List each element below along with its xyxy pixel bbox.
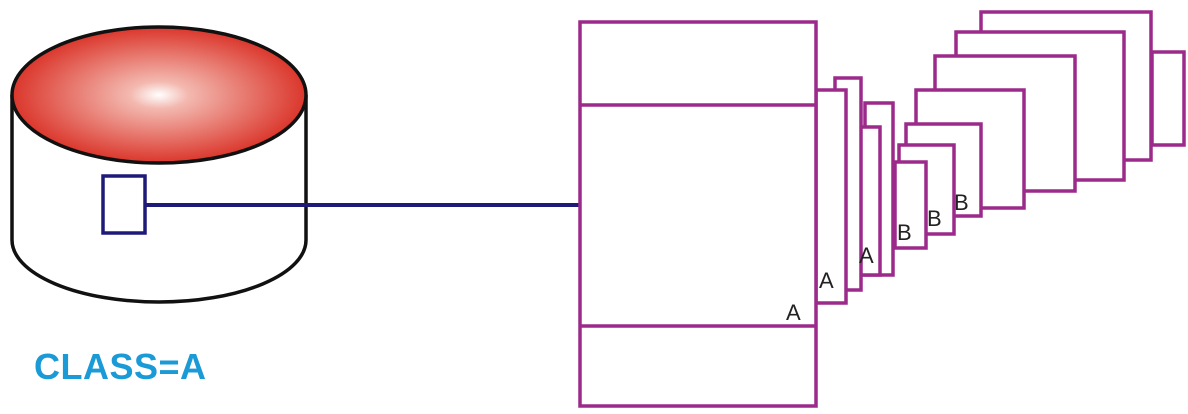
class-a-marker: A <box>859 243 874 268</box>
class-b-marker: B <box>927 206 942 231</box>
database-cylinder-icon <box>10 25 308 304</box>
class-b-frame-stack <box>893 10 1186 250</box>
main-frame-border <box>578 20 818 408</box>
database-top <box>10 25 308 165</box>
class-b-marker: B <box>897 220 912 245</box>
class-b-frame <box>1150 50 1186 147</box>
class-b-frame <box>893 160 928 250</box>
class-a-frame <box>814 88 848 305</box>
selected-record-box <box>101 174 147 235</box>
class-a-frame-stack <box>814 76 895 305</box>
main-frame <box>578 20 818 408</box>
class-a-marker: A <box>786 300 801 325</box>
class-b-marker: B <box>954 190 969 215</box>
class-label: CLASS=A <box>34 346 207 387</box>
class-a-marker: A <box>819 268 834 293</box>
